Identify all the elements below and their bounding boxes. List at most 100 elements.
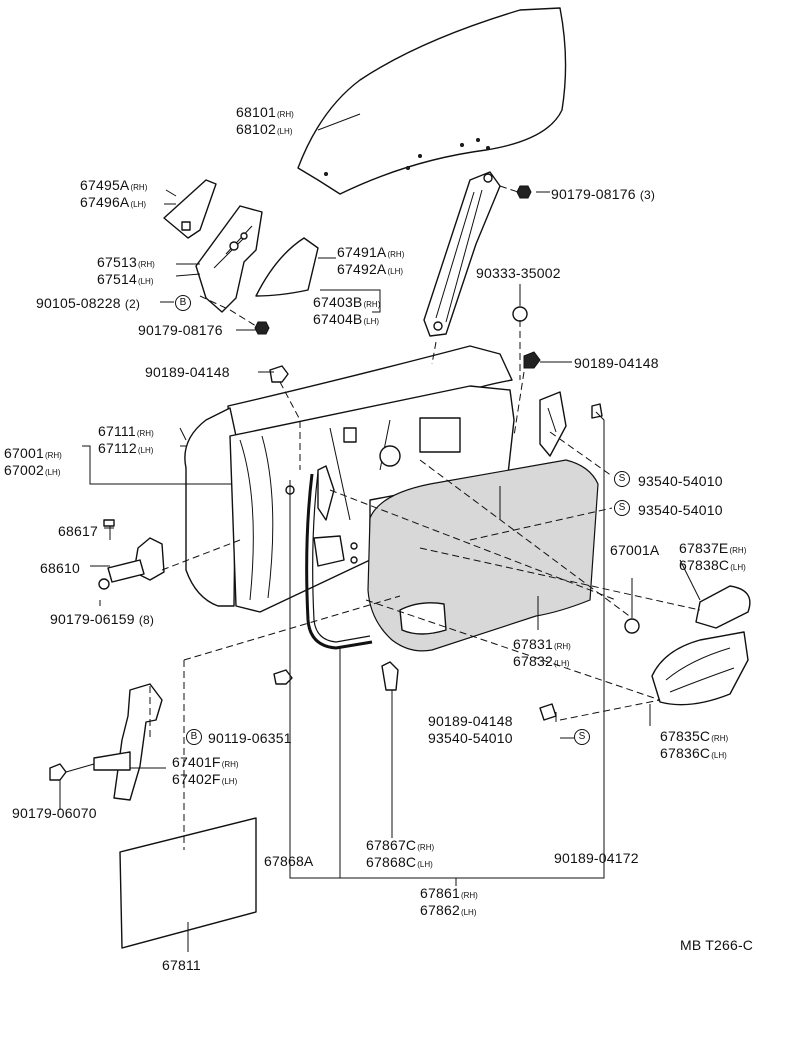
door-retainer <box>524 352 602 456</box>
badge-b-90119: B <box>186 729 202 745</box>
part-number: 67861 <box>420 885 460 901</box>
callout-68610: 68610 <box>40 561 80 575</box>
part-number: 67835C <box>660 728 711 744</box>
quarter-window-parts <box>164 180 318 334</box>
callout-90189-04172: 90189-04172 <box>554 851 639 865</box>
side-suffix: (LH) <box>137 277 154 286</box>
part-number: 67837E <box>679 540 729 556</box>
qty-suffix: (3) <box>639 188 656 202</box>
part-number: 67401F <box>172 754 221 770</box>
part-number: 90179-08176 <box>551 186 636 202</box>
callout-90189-04148-right: 90189-04148 <box>574 356 659 370</box>
side-suffix: (LH) <box>137 446 154 455</box>
part-number: 67838C <box>679 557 730 573</box>
part-number: 90179-06159 <box>50 611 135 627</box>
side-suffix: (RH) <box>136 429 154 438</box>
callout-67491A-67492A: 67491A(RH) 67492A(LH) <box>337 245 404 279</box>
part-number: 67868C <box>366 854 417 870</box>
part-number: 67862 <box>420 902 460 918</box>
part-number: 67496A <box>80 194 130 210</box>
part-number: 67513 <box>97 254 137 270</box>
part-number: 90179-06070 <box>12 805 97 821</box>
part-number: 67402F <box>172 771 221 787</box>
part-number: 90179-08176 <box>138 322 223 338</box>
weatherstrip-seal <box>307 466 372 648</box>
callout-67868A: 67868A <box>264 854 313 868</box>
part-number: 67836C <box>660 745 711 761</box>
callout-67513-67514: 67513(RH) 67514(LH) <box>97 255 155 289</box>
callout-67837E-67838C: 67837E(RH) 67838C(LH) <box>679 541 746 575</box>
side-suffix: (RH) <box>387 250 405 259</box>
side-suffix: (LH) <box>417 860 433 869</box>
side-suffix: (RH) <box>221 760 239 769</box>
callout-90333-35002: 90333-35002 <box>476 266 561 280</box>
part-number: 67112 <box>98 440 137 456</box>
side-suffix: (LH) <box>276 127 293 136</box>
callout-93540-54010-c: 93540-54010 <box>428 731 513 745</box>
part-number: 67831 <box>513 636 553 652</box>
callout-67835C-67836C: 67835C(RH) 67836C(LH) <box>660 729 728 763</box>
side-suffix: (RH) <box>417 843 435 852</box>
clips-fasteners <box>270 366 556 720</box>
door-hinge <box>99 520 164 589</box>
part-number: 67001A <box>610 542 660 558</box>
callout-67867C-67868C: 67867C(RH) 67868C(LH) <box>366 838 434 872</box>
side-suffix: (RH) <box>276 110 294 119</box>
part-number: 93540-54010 <box>638 502 723 518</box>
callout-90105-08228: 90105-08228 (2) <box>36 296 140 311</box>
service-hole-cover <box>120 818 256 948</box>
qty-suffix: (2) <box>124 297 141 311</box>
drawing-code: MB T266-C <box>680 937 754 953</box>
callout-67401F-67402F: 67401F(RH) 67402F(LH) <box>172 755 239 789</box>
side-suffix: (RH) <box>137 260 155 269</box>
part-number: 67832 <box>513 653 553 669</box>
badge-s-93540-b: S <box>614 500 630 516</box>
part-number: 67867C <box>366 837 417 853</box>
callout-67001-67002: 67001(RH) 67002(LH) <box>4 446 62 480</box>
callout-93540-54010-b: 93540-54010 <box>638 503 723 517</box>
side-suffix: (RH) <box>553 642 571 651</box>
part-number: 93540-54010 <box>428 730 513 746</box>
part-number: 67001 <box>4 445 44 461</box>
part-number: 68617 <box>58 523 98 539</box>
part-number: 68101 <box>236 104 276 120</box>
part-number: 67495A <box>80 177 130 193</box>
part-number: 67868A <box>264 853 314 869</box>
side-suffix: (LH) <box>221 777 238 786</box>
badge-s-93540-a: S <box>614 471 630 487</box>
window-regulator <box>424 172 531 336</box>
callout-68617: 68617 <box>58 524 98 538</box>
callout-67861-67862: 67861(RH) 67862(LH) <box>420 886 478 920</box>
side-suffix: (LH) <box>130 200 147 209</box>
callout-90179-06159: 90179-06159 (8) <box>50 612 154 627</box>
callout-90179-08176-3: 90179-08176 (3) <box>551 187 655 202</box>
part-number: 67403B <box>313 294 363 310</box>
callout-93540-54010-a: 93540-54010 <box>638 474 723 488</box>
part-number: 67811 <box>162 957 201 973</box>
qty-suffix: (8) <box>138 613 155 627</box>
inside-handle-bezel <box>513 307 750 705</box>
callout-67111-67112: 67111(RH) 67112(LH) <box>98 424 154 458</box>
part-number: 90189-04148 <box>428 713 513 729</box>
callout-67831-67832: 67831(RH) 67832(LH) <box>513 637 571 671</box>
part-number: 90189-04148 <box>574 355 659 371</box>
side-suffix: (RH) <box>44 451 62 460</box>
callout-90189-04148-lower: 90189-04148 <box>428 714 513 728</box>
part-number: 67491A <box>337 244 387 260</box>
part-number: 93540-54010 <box>638 473 723 489</box>
part-number: 90105-08228 <box>36 295 121 311</box>
part-number: 90333-35002 <box>476 265 561 281</box>
part-number: 90119-06351 <box>208 730 292 746</box>
side-suffix: (LH) <box>363 317 380 326</box>
callout-90119-06351: 90119-06351 <box>208 731 292 745</box>
callout-67001A: 67001A <box>610 543 659 557</box>
leader-lines <box>60 114 700 952</box>
door-glass <box>298 8 566 194</box>
door-trim-panel <box>368 460 598 651</box>
callout-90179-06070: 90179-06070 <box>12 806 97 820</box>
side-suffix: (RH) <box>460 891 478 900</box>
part-number: 68102 <box>236 121 276 137</box>
side-suffix: (LH) <box>44 468 61 477</box>
side-suffix: (LH) <box>553 659 570 668</box>
